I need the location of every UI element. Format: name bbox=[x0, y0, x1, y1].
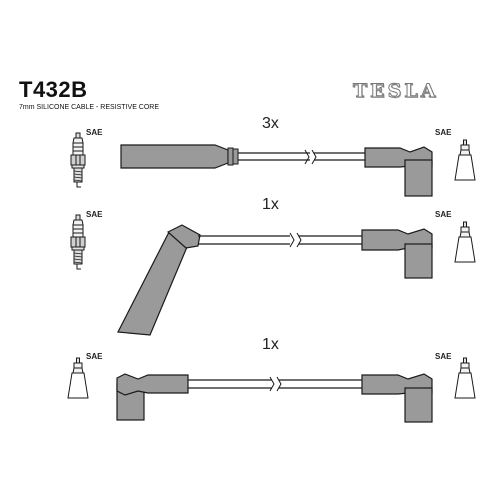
terminal-icon-set-3-right bbox=[454, 357, 476, 399]
plug-boot-set-1-left bbox=[120, 144, 229, 169]
brand-logo: TESLA bbox=[352, 80, 439, 103]
spark-plug-icon-set-1 bbox=[70, 132, 86, 188]
part-code: T432B bbox=[19, 77, 88, 102]
cable-description: 7mm SILICONE CABLE - RESISTIVE CORE bbox=[19, 104, 160, 111]
cable-set-2 bbox=[70, 214, 476, 336]
connector-label-set-1-left: SAE bbox=[86, 128, 103, 137]
connector-label-set-1-right: SAE bbox=[435, 128, 452, 137]
terminal-icon-set-3-left bbox=[67, 357, 89, 399]
connector-label-set-3-left: SAE bbox=[86, 352, 103, 361]
terminal-icon-set-2 bbox=[454, 221, 476, 263]
cable-set-3 bbox=[67, 357, 476, 423]
plug-boot-set-2-left bbox=[117, 229, 188, 336]
quantity-label-set-2: 1x bbox=[262, 196, 279, 213]
connector-label-set-2-left: SAE bbox=[86, 210, 103, 219]
connector-label-set-2-right: SAE bbox=[435, 210, 452, 219]
terminal-icon-set-1 bbox=[454, 139, 476, 181]
spark-plug-icon-set-2 bbox=[70, 214, 86, 270]
cable-set-1 bbox=[70, 132, 476, 197]
connector-label-set-3-right: SAE bbox=[435, 352, 452, 361]
quantity-label-set-1: 3x bbox=[262, 115, 279, 132]
quantity-label-set-3: 1x bbox=[262, 336, 279, 353]
